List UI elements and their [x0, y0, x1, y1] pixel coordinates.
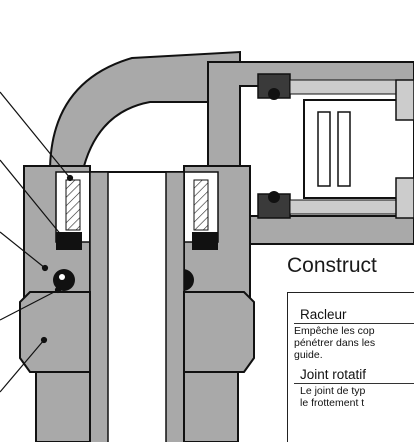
inner-sleeve [55, 171, 219, 243]
rotary-seal-heading: Joint rotatif [300, 367, 367, 382]
rotary-seal-description-line: le frottement t [300, 397, 365, 409]
wiper-description-line: pénétrer dans les [294, 337, 376, 349]
section-divider [294, 323, 414, 324]
diagram-title: Construct [287, 254, 377, 277]
central-tube [89, 171, 185, 442]
rotary-seal-description-line: Le joint de typ [300, 385, 366, 397]
description-panel: Racleur Empêche les cop pénétrer dans le… [287, 292, 414, 442]
leader-lines [0, 91, 74, 393]
wiper-description-line: guide. [294, 349, 323, 361]
wiper-description-line: Empêche les cop [294, 325, 375, 337]
wiper-heading: Racleur [300, 307, 347, 322]
section-divider [294, 383, 414, 384]
threaded-stud [19, 291, 255, 442]
